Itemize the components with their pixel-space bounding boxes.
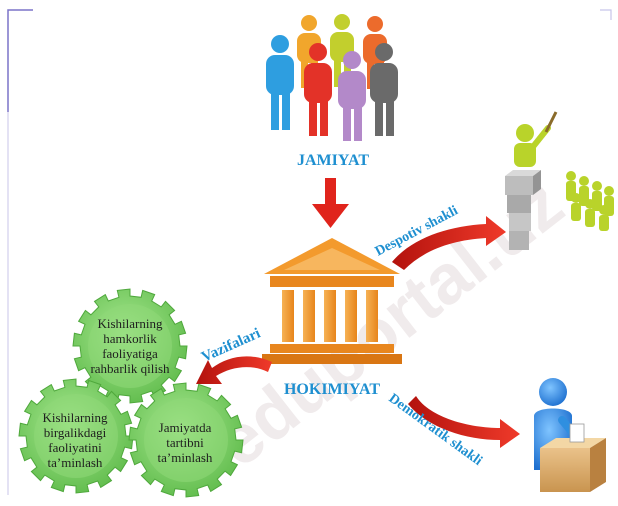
person-icon	[338, 51, 366, 141]
down-arrow-icon	[312, 178, 349, 228]
crowd-icon	[266, 14, 398, 141]
gear-left-icon-center	[34, 394, 118, 478]
gear-top-icon-center	[88, 304, 172, 388]
power-label: HOKIMIYAT	[284, 381, 380, 398]
despotic-arrow-icon	[392, 216, 506, 270]
gear-top-text: Kishilarning hamkorlik faoliyatiga rahba…	[90, 316, 170, 376]
frame-corner-right	[600, 9, 612, 20]
government-building-icon	[262, 238, 402, 364]
person-icon	[370, 43, 398, 136]
gear-right-icon-center	[144, 398, 228, 482]
society-label: JAMIYAT	[297, 152, 369, 169]
democratic-arrow-icon	[408, 396, 520, 448]
frame-border	[7, 9, 33, 112]
gear-left-text: Kishilarning birgalikdagi faoliyatini ta…	[42, 410, 108, 470]
gears-group	[18, 288, 244, 498]
despotic-leader-icon	[505, 111, 558, 250]
ballot-box-icon	[540, 423, 606, 492]
person-icon	[304, 43, 332, 136]
person-icon	[266, 35, 294, 130]
gear-right-text: Jamiyatda tartibni taʼminlash	[157, 420, 213, 465]
crowd-followers-icon	[566, 171, 614, 231]
functions-arrow-icon	[196, 356, 272, 384]
